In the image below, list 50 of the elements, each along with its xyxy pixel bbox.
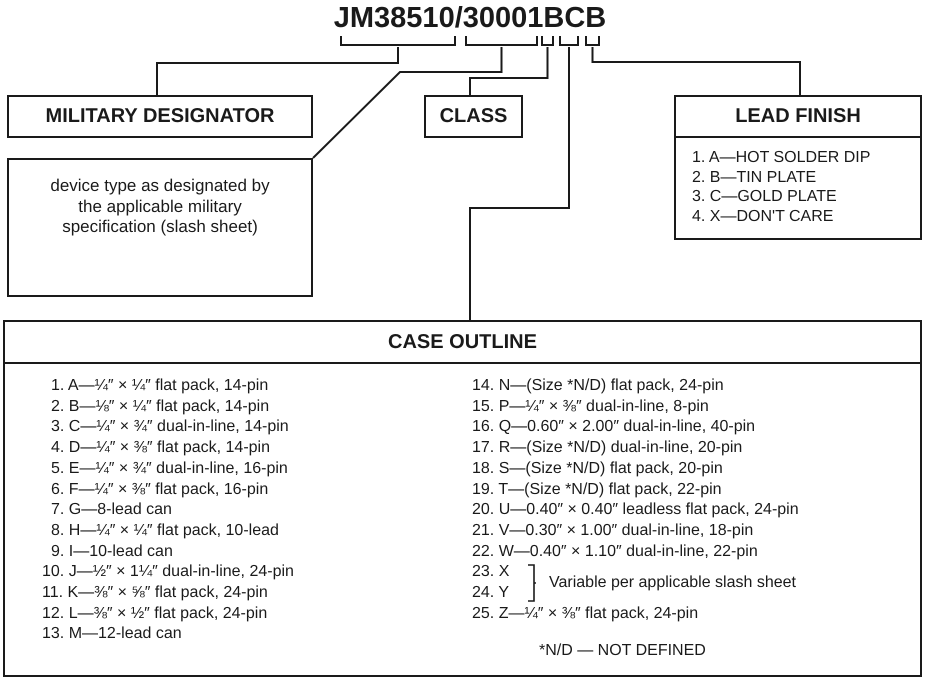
list-item: 3. C—GOLD PLATE [692, 187, 837, 206]
list-panel [674, 95, 922, 240]
list-item: 5. E—¼″ × ¾″ dual-in-line, 16-pin [51, 458, 288, 478]
leader-line [469, 47, 570, 320]
list-item: 24. Y [472, 583, 510, 602]
leader-line [469, 47, 548, 95]
list-item: 2. B—TIN PLATE [692, 168, 816, 186]
list-item: 25. Z—¼″ × ⅜″ flat pack, 24-pin [472, 604, 698, 623]
label-box: MILITARY DESIGNATOR [7, 95, 313, 138]
list-item: 4. D—¼″ × ⅜″ flat pack, 14-pin [51, 438, 270, 458]
description-box [7, 158, 313, 297]
list-item: 22. W—0.40″ × 1.10″ dual-in-line, 22-pin [472, 542, 758, 561]
list-panel [3, 320, 922, 677]
bracket [559, 36, 579, 47]
list-item: 16. Q—0.60″ × 2.00″ dual-in-line, 40-pin [472, 417, 756, 436]
list-item: 19. T—(Size *N/D) flat pack, 22-pin [472, 480, 722, 498]
list-item: 11. K—⅜″ × ⅝″ flat pack, 24-pin [42, 583, 268, 602]
list-item: 1. A—HOT SOLDER DIP [692, 148, 870, 167]
list-item: 1. A—¼″ × ¼″ flat pack, 14-pin [51, 376, 268, 395]
leader-line [156, 47, 399, 95]
bracket [541, 36, 554, 47]
list-item: 7. G—8-lead can [51, 500, 172, 520]
list-item: 4. X—DON'T CARE [692, 206, 834, 226]
part-number: JM38510/30001BCB [334, 2, 606, 35]
panel-heading: LEAD FINISH [676, 97, 920, 138]
list-item: *N/D — NOT DEFINED [539, 640, 706, 660]
list-item: 3. C—¼″ × ¾″ dual-in-line, 14-pin [51, 417, 289, 436]
panel-heading: CASE OUTLINE [5, 322, 920, 364]
list-item: 14. N—(Size *N/D) flat pack, 24-pin [472, 376, 724, 395]
list-item: 23. X [472, 562, 510, 582]
list-item: 20. U—0.40″ × 0.40″ leadless flat pack, 24-pin [472, 500, 799, 520]
list-item: 13. M—12-lead can [42, 624, 182, 644]
list-item: 6. F—¼″ × ⅜″ flat pack, 16-pin [51, 480, 268, 498]
bracket [465, 36, 538, 47]
bracket [585, 36, 600, 47]
list-item: 9. I—10-lead can [51, 542, 173, 561]
list-item: 8. H—¼″ × ¼″ flat pack, 10-lead [51, 520, 279, 540]
list-item: 15. P—¼″ × ⅜″ dual-in-line, 8-pin [472, 396, 709, 416]
label-box: CLASS [424, 95, 523, 138]
bracket [340, 36, 456, 47]
list-item: 18. S—(Size *N/D) flat pack, 20-pin [472, 458, 723, 478]
list-item: 12. L—⅜″ × ½″ flat pack, 24-pin [42, 604, 268, 623]
list-item: 17. R—(Size *N/D) dual-in-line, 20-pin [472, 438, 742, 458]
list-item: 2. B—⅛″ × ¼″ flat pack, 14-pin [51, 396, 270, 416]
list-item: 21. V—0.30″ × 1.00″ dual-in-line, 18-pin [472, 520, 754, 540]
leader-line [312, 47, 502, 159]
leader-line [592, 47, 801, 95]
list-item: Variable per applicable slash sheet [549, 572, 796, 592]
description-text: device type as designated by the applicable military specification (slash sheet) [49, 176, 271, 238]
list-item: 10. J—½″ × 1¼″ dual-in-line, 24-pin [42, 562, 294, 582]
